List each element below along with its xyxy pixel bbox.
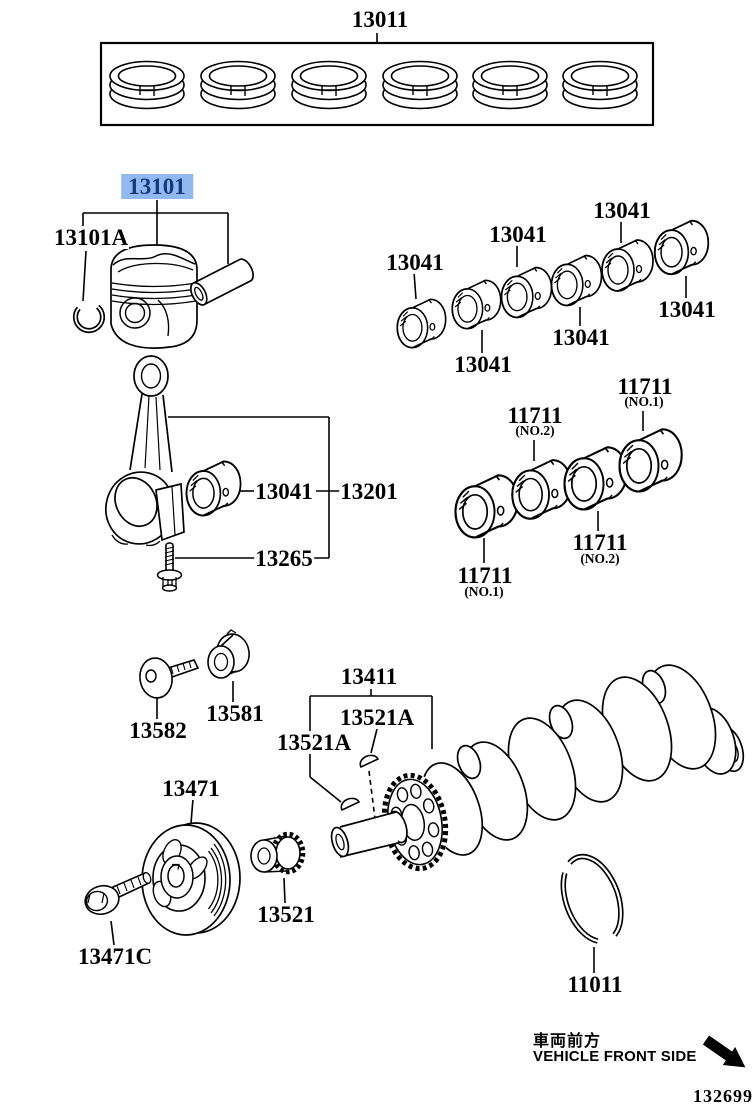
vehicle-front-label-en: VEHICLE FRONT SIDE [533,1048,697,1065]
part-label-13411[interactable]: 13411 [339,664,399,689]
crank-sprocket-drawing [381,772,449,872]
piston-ring-set [562,60,638,110]
part-label-13471C[interactable]: 13471C [76,944,154,969]
part-sublabel-no1-tr: (NO.1) [623,394,665,409]
part-label-13265[interactable]: 13265 [254,546,314,571]
part-sublabel-no2-tl: (NO.2) [514,423,556,438]
part-label-13582[interactable]: 13582 [128,718,188,743]
rotor-set-bolt-drawing [139,657,200,699]
part-label-13041-rod[interactable]: 13041 [254,479,314,504]
piston-ring-set [472,60,548,110]
part-label-13041-main-3[interactable]: 13041 [592,198,652,223]
crank-key-drawing [340,754,380,812]
part-label-13521A-upper[interactable]: 13521A [338,705,416,730]
timing-gear-drawing [250,831,306,875]
piston-ring-set [109,60,185,110]
part-label-13041-main-2[interactable]: 13041 [488,222,548,247]
rod-bearing-drawing [185,460,242,517]
part-label-13041-main-5[interactable]: 13041 [551,325,611,350]
callout-lines [82,33,687,973]
diagram-number: 132699 [693,1086,753,1106]
pin-snap-ring-drawing [72,304,106,334]
part-label-11011[interactable]: 11011 [566,972,624,997]
piston-pin-drawing [190,258,254,306]
part-label-13521A-left[interactable]: 13521A [275,730,353,755]
piston-ring-set [382,60,458,110]
part-label-11711-tr[interactable]: 11711 [616,374,674,399]
crankshaft-drawing [330,664,745,872]
part-label-13101A[interactable]: 13101A [52,225,130,250]
vehicle-front-label-jp: 車両前方 [533,1033,602,1050]
connecting-rod-drawing [105,355,185,547]
rod-bolt-drawing [156,542,183,592]
part-label-11711-bm[interactable]: 11711 [571,530,629,555]
part-label-11711-tl[interactable]: 11711 [506,403,564,428]
part-sublabel-no2-bm: (NO.2) [579,551,621,566]
pulley-drawing [141,822,241,936]
vehicle-front-arrow [702,1035,746,1068]
piston-drawing [110,244,198,349]
part-label-13101-highlighted[interactable]: 13101 [121,174,193,200]
part-label-13011[interactable]: 13011 [350,7,410,32]
balance-rotor-drawing [207,629,250,679]
crank-bearings-drawing [454,428,683,539]
part-label-13041-main-1[interactable]: 13041 [385,250,445,275]
piston-ring-set [291,60,367,110]
piston-ring-set [200,60,276,110]
part-sublabel-no1-bl: (NO.1) [463,584,505,599]
piston-ring-set-box-drawing [99,41,655,127]
part-label-13521[interactable]: 13521 [256,902,316,927]
thrust-washer-drawing [560,853,624,944]
part-label-13581[interactable]: 13581 [205,701,265,726]
part-label-13471[interactable]: 13471 [161,776,221,801]
part-label-13041-main-6[interactable]: 13041 [657,297,717,322]
part-label-11711-bl[interactable]: 11711 [456,563,514,588]
part-label-13041-main-4[interactable]: 13041 [453,352,513,377]
pulley-bolt-drawing [84,871,152,916]
part-label-13201[interactable]: 13201 [339,479,399,504]
